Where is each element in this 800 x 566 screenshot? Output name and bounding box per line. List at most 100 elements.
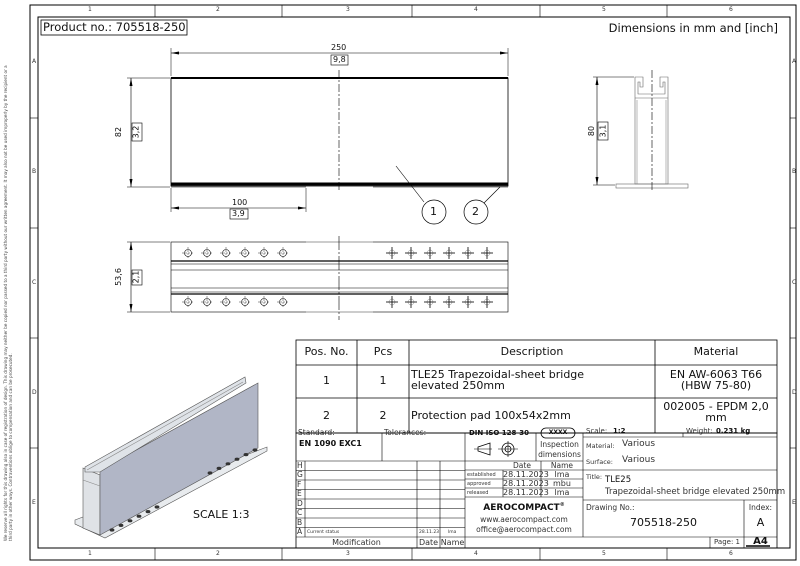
approval-date: 28.11.2023 bbox=[503, 488, 549, 497]
material-value: Various bbox=[622, 439, 656, 449]
approval-name: lma bbox=[554, 488, 570, 497]
approval-label: approved bbox=[467, 481, 491, 487]
side-view bbox=[593, 70, 689, 192]
dim-pad-length: 100 bbox=[232, 198, 248, 207]
grid-ticks bbox=[30, 5, 796, 560]
title-label: Title: bbox=[586, 473, 603, 481]
outer-frame bbox=[29, 4, 797, 561]
modification-label: Modification bbox=[332, 538, 381, 547]
top-view bbox=[127, 236, 509, 320]
base-hole bbox=[118, 523, 124, 528]
revision-letter: E bbox=[297, 489, 302, 498]
row2-material: 002005 - EPDM 2,0 mm bbox=[663, 400, 769, 424]
title-value: TLE25 bbox=[605, 475, 632, 485]
row1-pos: 1 bbox=[323, 374, 330, 387]
balloon-2 bbox=[463, 199, 489, 225]
top-dim-width: 53,6 bbox=[113, 268, 123, 286]
header-pcs: Pcs bbox=[373, 345, 393, 358]
index-label: Index: bbox=[748, 503, 773, 512]
scale-value: 1:2 bbox=[613, 427, 626, 435]
company-name-text: AEROCOMPACT bbox=[483, 503, 560, 513]
approval-label: released bbox=[467, 490, 489, 496]
base-plate-holes bbox=[109, 448, 258, 532]
sheet-format: A4 bbox=[753, 536, 768, 547]
row1-pcs: 1 bbox=[379, 374, 387, 387]
row2-pos: 2 bbox=[323, 409, 330, 422]
revision-letter: D bbox=[297, 498, 303, 508]
dim-length-inch: 9,8 bbox=[333, 55, 346, 64]
parts-table-grid bbox=[295, 339, 778, 434]
weight-label: Weight: bbox=[686, 427, 713, 435]
row-label: D bbox=[792, 389, 797, 396]
approval-date: 28.11.2023 bbox=[503, 479, 549, 488]
base-hole bbox=[154, 505, 160, 509]
modification-date-label: Date bbox=[418, 538, 439, 547]
column-label: 6 bbox=[729, 6, 733, 13]
column-label: 5 bbox=[602, 6, 606, 13]
projection-cone-icon bbox=[477, 442, 491, 456]
index-value: A bbox=[756, 516, 765, 529]
row1-material: EN AW-6063 T66 (HBW 75-80) bbox=[669, 368, 763, 392]
units-note: Dimensions in mm and [inch] bbox=[608, 21, 778, 35]
revision-letter: H bbox=[297, 460, 303, 470]
revision-description: Current status bbox=[307, 529, 340, 535]
copyright-note: We reserve all rights for this drawing a… bbox=[3, 65, 13, 541]
standard-label: Standard: bbox=[298, 428, 335, 437]
column-label: 1 bbox=[88, 6, 92, 13]
approval-name: mbu bbox=[553, 479, 571, 488]
inspection-label: Inspection dimensions bbox=[538, 440, 581, 459]
modification-name-label: Name bbox=[440, 538, 465, 547]
base-hole bbox=[225, 462, 231, 466]
revision-name: lma bbox=[448, 529, 457, 535]
standard-value: EN 1090 EXC1 bbox=[299, 439, 362, 448]
subtitle-value: Trapezoidal-sheet bridge elevated 250mm bbox=[605, 487, 786, 497]
row2-pcs: 2 bbox=[379, 409, 387, 422]
balloon-2-label: 2 bbox=[472, 205, 479, 218]
column-label: 2 bbox=[216, 550, 220, 557]
top-dim-width-inch: 2,1 bbox=[131, 270, 141, 284]
balloon-1 bbox=[421, 199, 447, 225]
hole-pattern bbox=[182, 247, 493, 308]
title-block-grid bbox=[295, 427, 778, 549]
column-label: 4 bbox=[474, 6, 478, 13]
product-no-box bbox=[40, 19, 188, 36]
dim-length: 250 bbox=[331, 43, 347, 52]
page-label: Page: 1 bbox=[714, 538, 740, 546]
drawing-number: 705518-250 bbox=[630, 516, 697, 529]
isometric-view bbox=[74, 376, 268, 539]
column-label: 3 bbox=[346, 6, 350, 13]
column-label: 5 bbox=[602, 550, 606, 557]
company-website[interactable]: www.aerocompact.com bbox=[480, 515, 568, 524]
din-standard: DIN ISO 128-30 bbox=[469, 429, 530, 437]
header-material: Material bbox=[693, 345, 739, 358]
company-email[interactable]: office@aerocompact.com bbox=[476, 525, 572, 534]
base-hole bbox=[136, 514, 142, 518]
header-description: Description bbox=[500, 345, 564, 358]
column-label: 6 bbox=[729, 550, 733, 557]
dim-pad-length-inch: 3,9 bbox=[232, 209, 245, 218]
base-hole bbox=[127, 519, 133, 523]
approval-label: established bbox=[467, 472, 496, 478]
row-label: C bbox=[32, 279, 37, 286]
base-hole bbox=[252, 448, 258, 452]
row-label: C bbox=[792, 279, 797, 286]
side-dim-height: 80 bbox=[587, 125, 597, 137]
name-header: Name bbox=[550, 461, 574, 470]
row2-description: Protection pad 100x54x2mm bbox=[411, 409, 571, 422]
product-number: Product no.: 705518-250 bbox=[43, 20, 186, 34]
inspection-badge-frame bbox=[540, 427, 576, 439]
iso-scale-label: SCALE 1:3 bbox=[193, 508, 250, 521]
dim-height-inch: 3,2 bbox=[131, 125, 141, 139]
column-label: 3 bbox=[346, 550, 350, 557]
approval-date: 28.11.2023 bbox=[503, 470, 549, 479]
front-view bbox=[127, 48, 509, 225]
dim-height: 82 bbox=[114, 126, 124, 138]
approval-name: lma bbox=[554, 470, 570, 479]
surface-label: Surface: bbox=[586, 458, 613, 466]
revision-letter: F bbox=[297, 479, 302, 489]
company-name: AEROCOMPACT® bbox=[465, 503, 583, 513]
revision-letter: A bbox=[297, 527, 303, 536]
row1-description: TLE25 Trapezoidal-sheet bridge elevated … bbox=[411, 368, 585, 392]
row-label: B bbox=[792, 168, 797, 175]
